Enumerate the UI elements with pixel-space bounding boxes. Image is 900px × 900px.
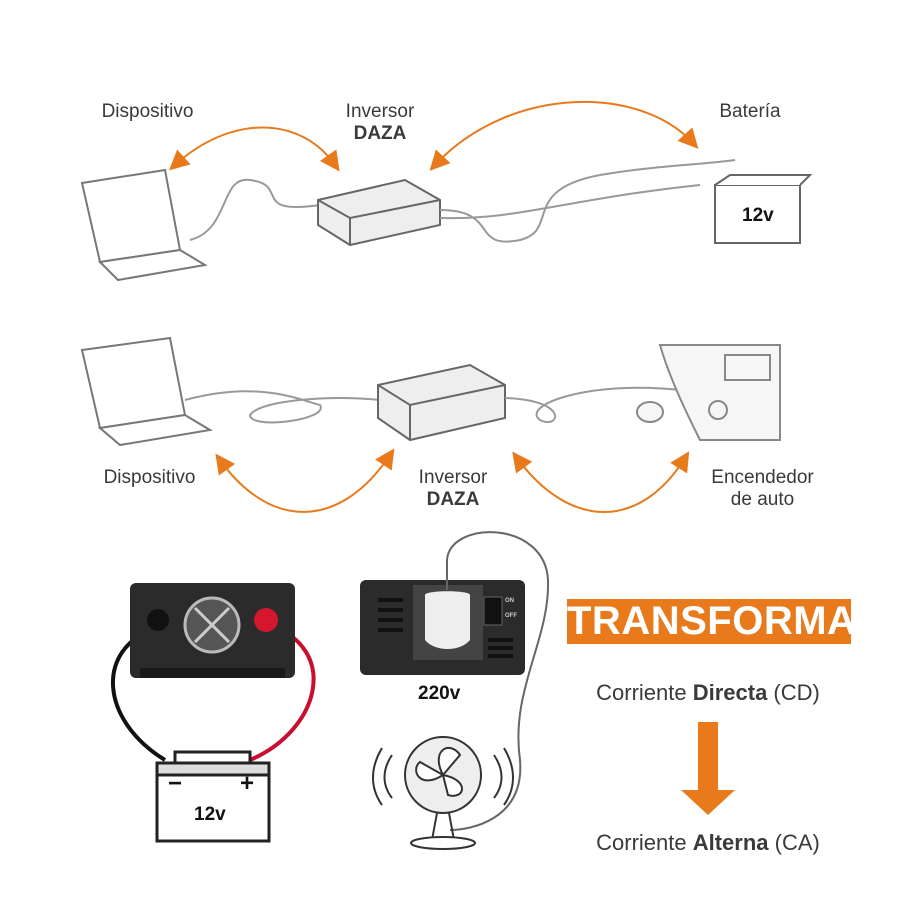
lighter-line2: de auto — [730, 489, 795, 510]
switch-off-label: OFF — [505, 613, 517, 619]
down-arrow-icon — [681, 722, 735, 815]
inverter-icon-middle — [377, 363, 506, 442]
battery-voltage-bottom: 12v — [194, 804, 226, 825]
inverter-label: Inversor — [418, 467, 488, 488]
cable-top-right — [439, 159, 736, 243]
cable-middle-right — [504, 386, 681, 423]
output-voltage: 220v — [418, 683, 461, 704]
ac-prefix: Corriente — [596, 830, 693, 855]
inverter-front-dc — [130, 583, 295, 678]
cable-top-left — [189, 178, 321, 241]
inverter-label: Inversor — [345, 101, 415, 122]
switch-on-label: ON — [505, 598, 514, 604]
battery-voltage-top: 12v — [742, 205, 774, 226]
label-battery-top: Batería — [719, 101, 781, 122]
fan-icon — [372, 736, 514, 850]
dc-suffix: (CD) — [767, 680, 820, 705]
cable-middle-left — [184, 390, 381, 424]
ac-suffix: (CA) — [768, 830, 820, 855]
alternating-current-label: Corriente Alterna (CA) — [548, 830, 868, 856]
ac-bold: Alterna — [692, 830, 769, 855]
laptop-icon-top — [80, 168, 208, 282]
battery-plus: + — [240, 770, 255, 797]
car-dashboard-icon — [636, 344, 781, 441]
dc-bold: Directa — [692, 680, 768, 705]
label-device-middle: Dispositivo — [103, 467, 196, 488]
direct-current-label: Corriente Directa (CD) — [548, 680, 868, 706]
battery-minus: − — [168, 770, 183, 797]
inverter-front-ac — [360, 580, 525, 675]
battery-icon-top — [714, 174, 813, 244]
inverter-brand: DAZA — [353, 123, 407, 144]
arrow-top-left — [169, 126, 340, 172]
arrow-middle-left — [215, 448, 395, 513]
dc-prefix: Corriente — [596, 680, 693, 705]
label-device-top: Dispositivo — [101, 101, 194, 122]
battery-icon-bottom — [155, 750, 271, 843]
lighter-line1: Encendedor — [711, 467, 814, 488]
arrow-top-right — [429, 100, 699, 171]
inverter-brand: DAZA — [426, 489, 480, 510]
inverter-icon-top — [317, 178, 441, 247]
laptop-icon-middle — [80, 336, 213, 447]
ac-cable — [446, 531, 550, 831]
arrow-middle-right — [512, 451, 690, 513]
transforma-banner: TRANSFORMA — [567, 599, 857, 644]
